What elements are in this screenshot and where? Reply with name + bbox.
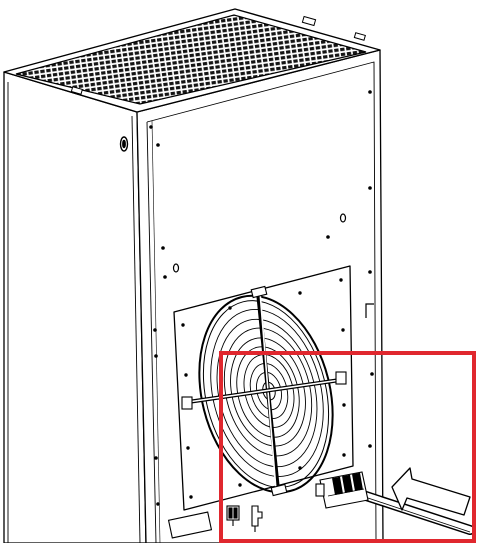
- top-vent-mesh: [15, 14, 367, 105]
- front-panel-holes: [172, 213, 374, 318]
- connector-port-left: [226, 505, 240, 526]
- bottom-connector-ports: [167, 505, 263, 539]
- label-plate: [167, 511, 213, 539]
- insert-arrow-icon: [391, 467, 471, 516]
- highlight-callout-frame: [219, 351, 476, 543]
- lifting-eye-icon: [119, 136, 129, 152]
- fan-grille-icon: [181, 285, 347, 497]
- top-vent: [3, 8, 381, 113]
- connector-plug-icon: [315, 471, 475, 535]
- connector-port-right: [251, 505, 263, 532]
